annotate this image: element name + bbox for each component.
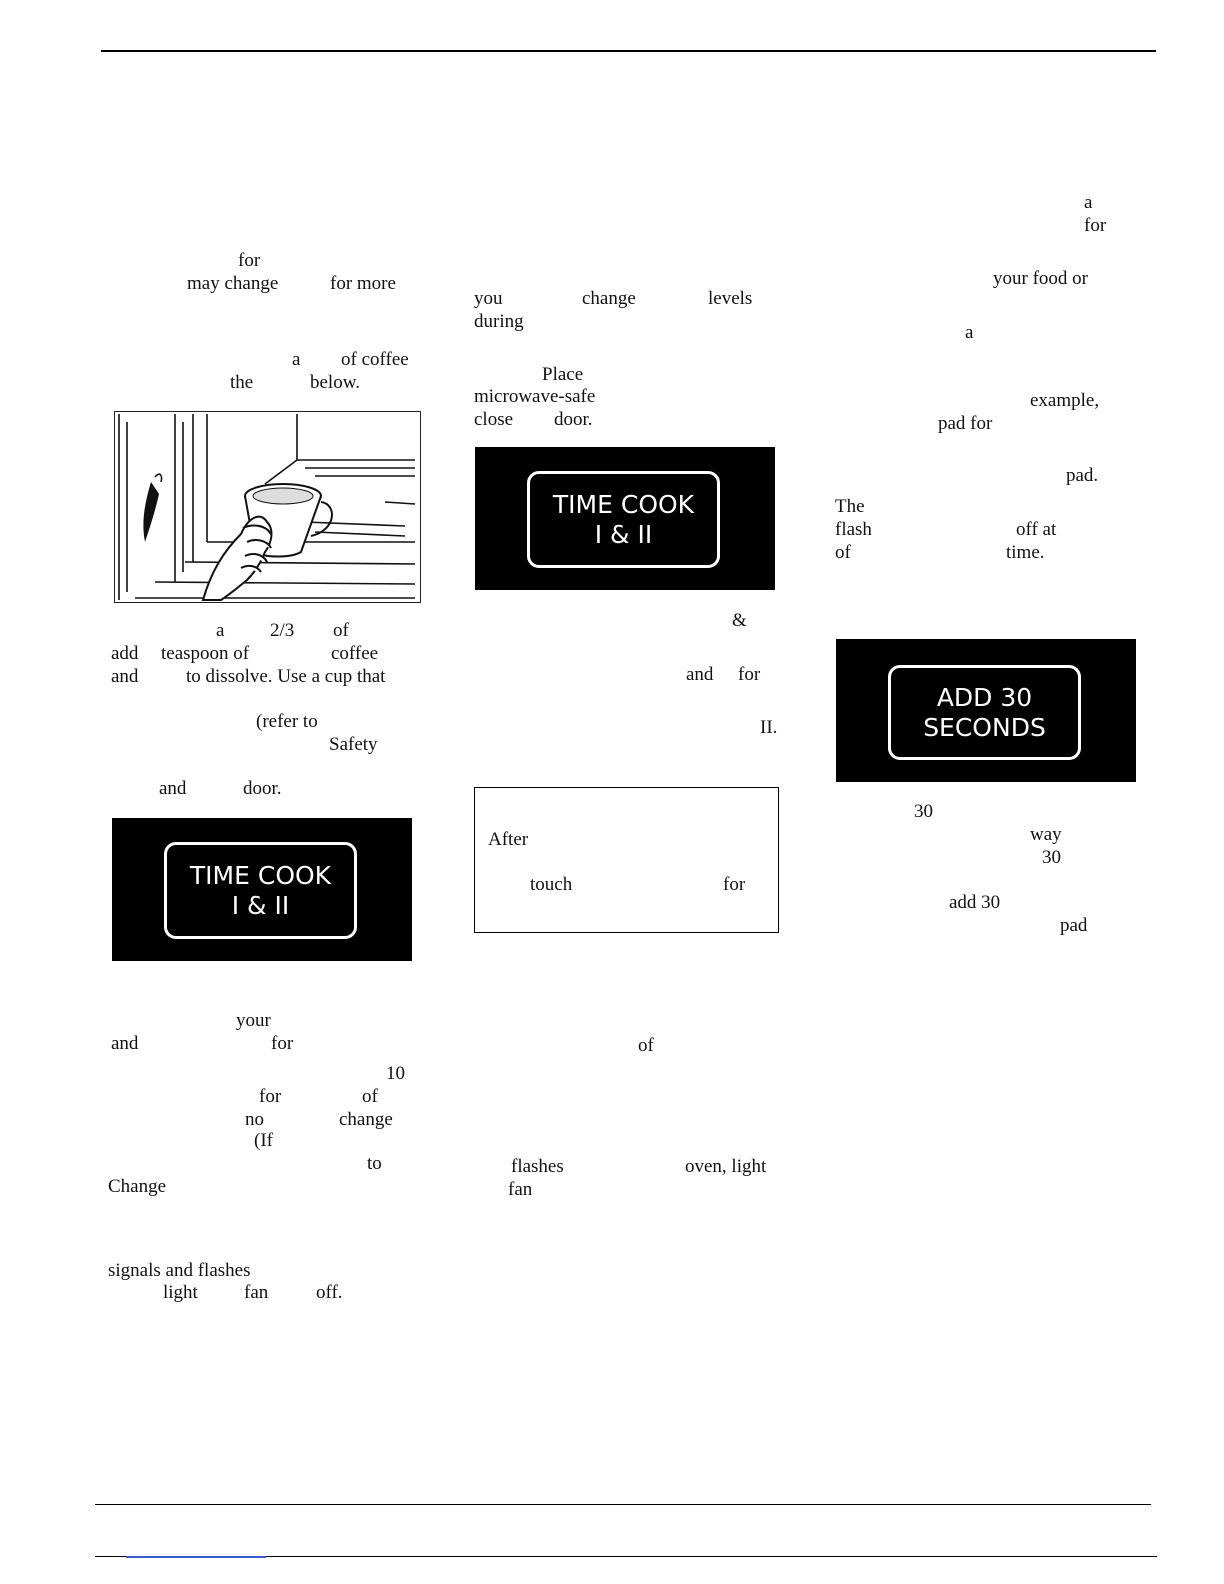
text-fragment: fan: [244, 1282, 269, 1303]
text-fragment: and: [686, 664, 714, 685]
text-fragment: and: [111, 1033, 139, 1054]
text-fragment: add: [111, 643, 139, 664]
text-fragment: &: [732, 610, 747, 631]
time-cook-label-line1: TIME COOK: [189, 860, 332, 890]
text-fragment: pad for: [938, 413, 993, 434]
text-fragment: The: [835, 496, 865, 517]
text-fragment: off at: [1016, 519, 1057, 540]
text-fragment: a: [965, 322, 974, 343]
time-cook-label-line1: TIME COOK: [552, 489, 695, 519]
bottom-rule: [95, 1504, 1151, 1505]
text-fragment: After: [488, 829, 529, 850]
text-fragment: coffee: [331, 643, 379, 664]
text-fragment: below.: [310, 372, 360, 393]
text-fragment: 10: [386, 1063, 405, 1084]
text-fragment: for: [259, 1086, 282, 1107]
text-fragment: time.: [1006, 542, 1045, 563]
text-fragment: 30: [1042, 847, 1061, 868]
add-30-label-line2: SECONDS: [923, 712, 1046, 742]
text-fragment: your food or: [993, 268, 1088, 289]
text-fragment: for: [738, 664, 761, 685]
mug-in-oven-drawing: [118, 414, 416, 601]
time-cook-pad-panel-left: TIME COOK I & II: [112, 818, 412, 961]
add-30-seconds-button[interactable]: ADD 30 SECONDS: [888, 665, 1081, 760]
text-fragment: Place: [542, 364, 584, 385]
text-fragment: a: [1084, 192, 1093, 213]
text-fragment: fan: [508, 1179, 533, 1200]
text-fragment: a: [216, 620, 225, 641]
text-fragment: during: [474, 311, 524, 332]
text-fragment: for: [238, 250, 261, 271]
text-fragment: 2/3: [270, 620, 295, 641]
text-fragment: 30: [914, 801, 933, 822]
text-fragment: change: [582, 288, 636, 309]
text-fragment: you: [474, 288, 503, 309]
note-box: [474, 787, 779, 933]
text-fragment: to dissolve. Use a cup that: [186, 666, 386, 687]
text-fragment: and: [111, 666, 139, 687]
text-fragment: for more: [330, 273, 396, 294]
top-rule: [101, 50, 1156, 52]
footer-rule: [95, 1556, 1157, 1557]
text-fragment: door.: [243, 778, 282, 799]
text-fragment: example,: [1030, 390, 1100, 411]
text-fragment: levels: [708, 288, 753, 309]
text-fragment: oven, light: [685, 1156, 767, 1177]
text-fragment: add 30: [949, 892, 1001, 913]
text-fragment: off.: [316, 1282, 343, 1303]
text-fragment: of: [362, 1086, 378, 1107]
text-fragment: close: [474, 409, 514, 430]
text-fragment: flash: [835, 519, 872, 540]
footer-link-underline: [126, 1556, 266, 1558]
text-fragment: microwave-safe: [474, 386, 596, 407]
text-fragment: of: [835, 542, 851, 563]
text-fragment: (refer to: [256, 711, 318, 732]
text-fragment: teaspoon of: [161, 643, 250, 664]
text-fragment: flashes: [511, 1156, 564, 1177]
text-fragment: signals and flashes: [108, 1260, 251, 1281]
text-fragment: of: [333, 620, 349, 641]
text-fragment: door.: [554, 409, 593, 430]
text-fragment: of: [638, 1035, 654, 1056]
text-fragment: a: [292, 349, 301, 370]
text-fragment: (If: [254, 1130, 273, 1151]
mug-in-oven-illustration: [114, 411, 421, 603]
time-cook-button[interactable]: TIME COOK I & II: [527, 471, 720, 568]
text-fragment: touch: [530, 874, 573, 895]
text-fragment: pad.: [1066, 465, 1099, 486]
text-fragment: for: [1084, 215, 1107, 236]
time-cook-label-line2: I & II: [231, 890, 290, 920]
text-fragment: II.: [760, 717, 778, 738]
text-fragment: no: [245, 1109, 264, 1130]
time-cook-button[interactable]: TIME COOK I & II: [164, 842, 357, 939]
text-fragment: pad: [1060, 915, 1088, 936]
text-fragment: for: [271, 1033, 294, 1054]
text-fragment: and: [159, 778, 187, 799]
text-fragment: light: [163, 1282, 198, 1303]
add-30-label-line1: ADD 30: [936, 682, 1033, 712]
text-fragment: to: [367, 1153, 382, 1174]
add-30-seconds-pad-panel: ADD 30 SECONDS: [836, 639, 1136, 782]
text-fragment: the: [230, 372, 254, 393]
text-fragment: way: [1030, 824, 1062, 845]
text-fragment: change: [339, 1109, 393, 1130]
time-cook-label-line2: I & II: [594, 519, 653, 549]
time-cook-pad-panel-middle: TIME COOK I & II: [475, 447, 775, 590]
text-fragment: Change: [108, 1176, 167, 1197]
text-fragment: for: [723, 874, 746, 895]
text-fragment: may change: [187, 273, 279, 294]
text-fragment: your: [236, 1010, 271, 1031]
text-fragment: of coffee: [341, 349, 409, 370]
text-fragment: Safety: [329, 734, 378, 755]
